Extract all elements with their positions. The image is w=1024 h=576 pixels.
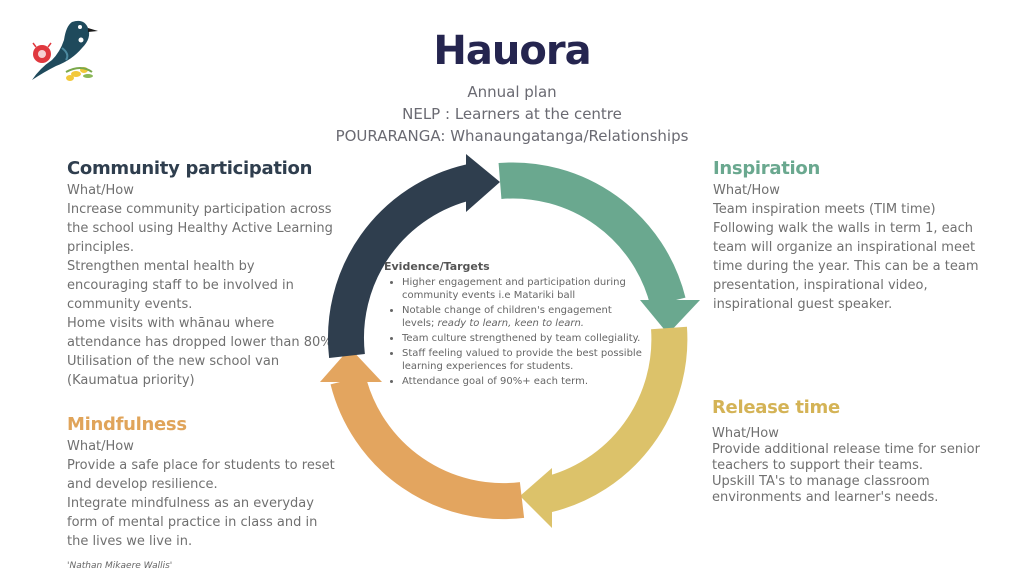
evidence-item-emphasis: ready to learn, keen to learn.: [437, 318, 584, 329]
community-section: Community participation What/How Increas…: [67, 158, 337, 390]
community-heading: Community participation: [67, 158, 313, 179]
inspiration-paragraph: Following walk the walls in term 1, each…: [713, 221, 979, 312]
cycle-arrow-inspiration: [640, 300, 700, 334]
evidence-item: Staff feeling valued to provide the best…: [402, 347, 646, 373]
community-paragraph: Strengthen mental health by encouraging …: [67, 259, 294, 312]
cycle-arrow-release: [520, 468, 552, 528]
mindfulness-heading: Mindfulness: [67, 414, 187, 435]
cycle-arc-community: [327, 164, 475, 359]
cycle-arc-mindfulness: [330, 375, 525, 520]
cycle-arrow-community: [466, 154, 500, 212]
community-what-how: What/How: [67, 183, 134, 198]
cycle-arc-inspiration: [498, 162, 686, 307]
pohutukawa-flower-icon: [32, 42, 52, 63]
evidence-list: Higher engagement and participation duri…: [384, 276, 646, 388]
inspiration-body: Team inspiration meets (TIM time) Follow…: [713, 200, 993, 314]
community-body: Increase community participation across …: [67, 200, 337, 390]
cycle-arrow-mindfulness: [320, 348, 382, 382]
release-time-what-how: What/How: [712, 426, 779, 441]
inspiration-heading: Inspiration: [713, 158, 820, 179]
community-paragraph: Increase community participation across …: [67, 202, 333, 255]
release-time-section: Release time What/How Provide additional…: [712, 397, 1002, 506]
evidence-targets: Evidence/Targets Higher engagement and p…: [384, 260, 646, 390]
release-time-heading: Release time: [712, 397, 840, 418]
release-time-paragraph: Upskill TA's to manage classroom environ…: [712, 474, 939, 505]
evidence-item: Attendance goal of 90%+ each term.: [402, 375, 646, 388]
release-time-body: Provide additional release time for seni…: [712, 442, 1002, 506]
cycle-arc-release: [541, 326, 688, 513]
subtitle-annual-plan: Annual plan: [467, 83, 557, 101]
mindfulness-what-how: What/How: [67, 439, 134, 454]
page-title: Hauora: [433, 28, 591, 74]
mindfulness-section: Mindfulness What/How Provide a safe plac…: [67, 414, 337, 571]
inspiration-paragraph: Team inspiration meets (TIM time): [713, 202, 936, 217]
mindfulness-paragraph: Provide a safe place for students to res…: [67, 458, 335, 492]
release-time-paragraph: Provide additional release time for seni…: [712, 442, 980, 473]
inspiration-what-how: What/How: [713, 183, 780, 198]
mindfulness-quote: 'Nathan Mikaere Wallis': [67, 561, 173, 571]
community-paragraph: Home visits with whānau where attendance…: [67, 316, 337, 388]
mindfulness-paragraph: Integrate mindfulness as an everyday for…: [67, 496, 318, 549]
evidence-item: Higher engagement and participation duri…: [402, 276, 646, 302]
evidence-item-text: Notable change of children's engagement …: [402, 305, 612, 329]
evidence-title: Evidence/Targets: [384, 260, 490, 273]
inspiration-section: Inspiration What/How Team inspiration me…: [713, 158, 993, 314]
subtitle-nelp: NELP : Learners at the centre: [402, 105, 622, 123]
subtitle-pouraranga: POURARANGA: Whanaungatanga/Relationships: [335, 127, 689, 145]
evidence-item: Notable change of children's engagement …: [402, 304, 646, 330]
kowhai-flower-icon: [65, 67, 93, 81]
cycle-diagram: [320, 154, 700, 528]
tui-bird-icon: [26, 14, 102, 86]
evidence-item: Team culture strengthened by team colleg…: [402, 332, 646, 345]
mindfulness-body: Provide a safe place for students to res…: [67, 456, 337, 551]
